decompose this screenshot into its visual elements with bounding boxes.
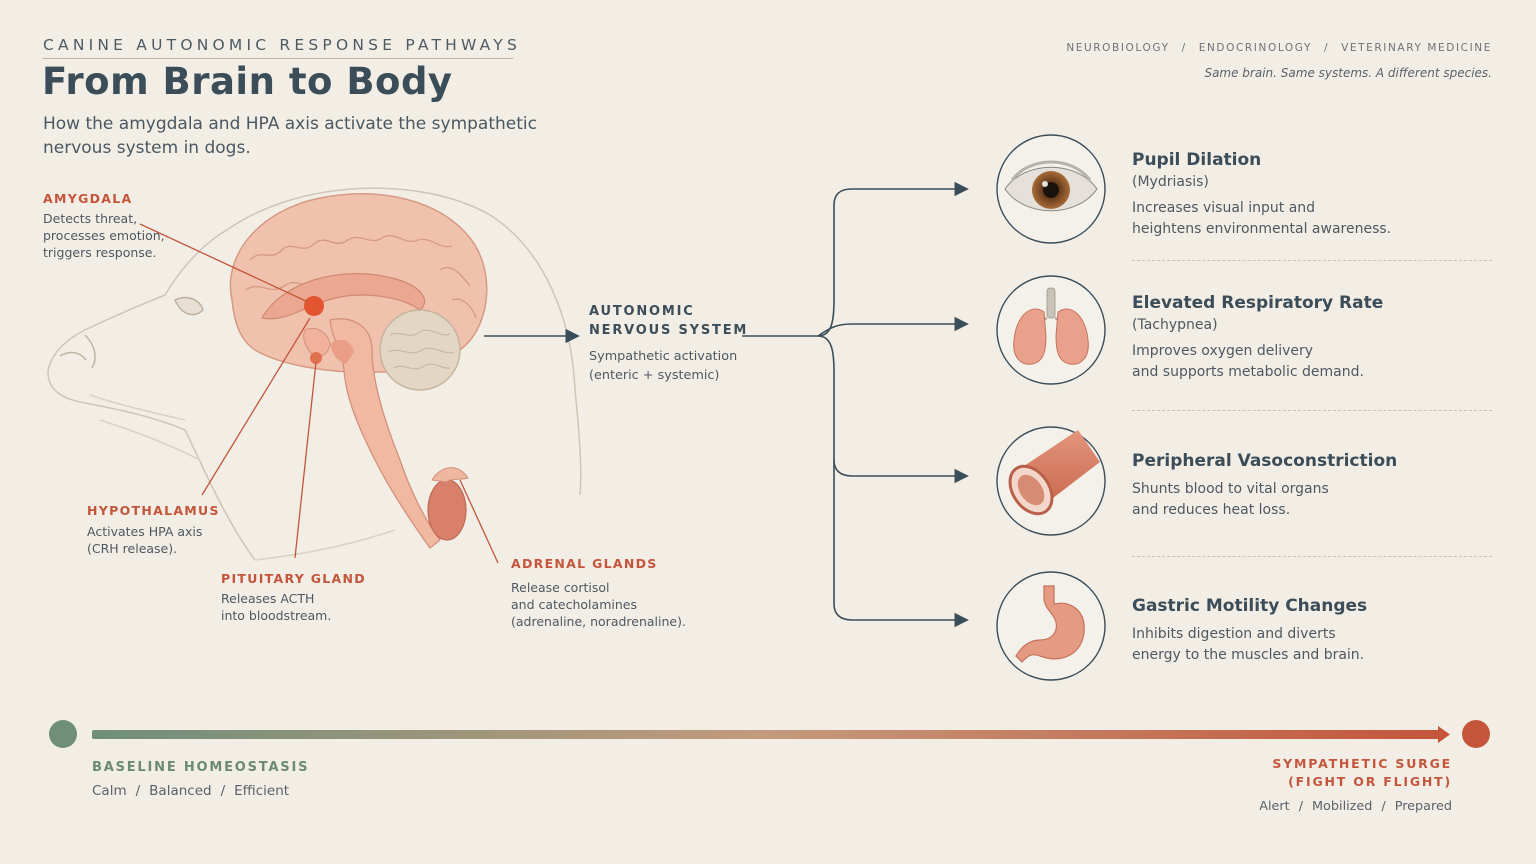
effect-line: Increases visual input and	[1132, 200, 1316, 216]
effect-title: Gastric Motility Changes	[1132, 596, 1368, 616]
homeostasis-scale	[49, 720, 1490, 748]
adrenal-line-2: and catecholamines	[511, 597, 637, 612]
pituitary-line-2: into bloodstream.	[221, 608, 332, 623]
effect-gastric-motility-changes: Gastric Motility Changes Inhibits digest…	[1132, 596, 1452, 666]
amygdala-marker	[304, 296, 324, 316]
effect-divider	[1132, 260, 1492, 261]
effect-line: Improves oxygen delivery	[1132, 343, 1314, 359]
label-amygdala: AMYGDALA Detects threat, processes emoti…	[43, 191, 165, 261]
brain-illustration	[229, 193, 488, 549]
term-separator: /	[1381, 799, 1386, 814]
baseline-term: Balanced	[149, 783, 212, 799]
dog-head-illustration	[47, 187, 582, 561]
baseline-term: Calm	[92, 783, 127, 799]
sympathetic-surge-title: SYMPATHETIC SURGE (FIGHT OR FLIGHT)	[1272, 755, 1452, 791]
effect-description: Improves oxygen delivery and supports me…	[1132, 341, 1452, 383]
effect-divider	[1132, 556, 1492, 557]
effect-connectors	[742, 181, 969, 628]
page-subtitle: How the amygdala and HPA axis activate t…	[43, 114, 537, 158]
breadcrumb-endocrinology: ENDOCRINOLOGY	[1198, 42, 1312, 54]
surge-term: Alert	[1259, 799, 1290, 814]
effect-pupil-dilation: Pupil Dilation (Mydriasis) Increases vis…	[1132, 150, 1452, 240]
ans-title: AUTONOMIC NERVOUS SYSTEM	[589, 302, 759, 340]
effect-description: Increases visual input and heightens env…	[1132, 198, 1452, 240]
effect-title: Elevated Respiratory Rate	[1132, 293, 1384, 313]
term-separator: /	[1298, 799, 1304, 814]
ans-description: Sympathetic activation (enteric + system…	[589, 348, 759, 385]
effect-divider	[1132, 410, 1492, 411]
surge-term: Prepared	[1394, 799, 1452, 814]
label-pituitary-gland: PITUITARY GLAND Releases ACTH into blood…	[221, 571, 366, 624]
blood-vessel-icon	[996, 426, 1106, 536]
surge-title-line-1: SYMPATHETIC SURGE	[1272, 756, 1452, 771]
effect-subtitle: (Tachypnea)	[1132, 317, 1218, 333]
effect-line: heightens environmental awareness.	[1132, 221, 1392, 237]
effect-line: and supports metabolic demand.	[1132, 364, 1364, 380]
effect-line: energy to the muscles and brain.	[1132, 647, 1365, 663]
eyebrow-title: CANINE AUTONOMIC RESPONSE PATHWAYS	[43, 36, 521, 54]
amygdala-line-2: processes emotion,	[43, 228, 165, 243]
effect-subtitle: (Mydriasis)	[1132, 174, 1209, 190]
ans-title-line-1: AUTONOMIC	[589, 304, 695, 319]
effect-description: Shunts blood to vital organs and reduces…	[1132, 479, 1452, 521]
ans-title-line-2: NERVOUS SYSTEM	[589, 323, 749, 338]
lungs-icon	[996, 275, 1106, 385]
hypothalamus-line-1: Activates HPA axis	[87, 524, 203, 539]
baseline-term: Efficient	[234, 783, 290, 799]
breadcrumb-neurobiology: NEUROBIOLOGY	[1066, 42, 1170, 54]
label-adrenal-glands: ADRENAL GLANDS Release cortisol and cate…	[511, 556, 686, 630]
page-title: From Brain to Body	[42, 60, 453, 103]
breadcrumb-separator: /	[1181, 42, 1187, 54]
pituitary-title: PITUITARY GLAND	[221, 571, 366, 586]
tagline: Same brain. Same systems. A different sp…	[1204, 66, 1492, 80]
label-hypothalamus: HYPOTHALAMUS Activates HPA axis (CRH rel…	[87, 503, 220, 557]
adrenal-line-1: Release cortisol	[511, 580, 610, 595]
term-separator: /	[135, 783, 141, 799]
amygdala-title: AMYGDALA	[43, 191, 133, 206]
effect-title: Peripheral Vasoconstriction	[1132, 451, 1398, 471]
surge-term: Mobilized	[1312, 799, 1373, 814]
pituitary-marker	[310, 352, 322, 364]
breadcrumb: NEUROBIOLOGY / ENDOCRINOLOGY / VETERINARY ME…	[1066, 42, 1492, 54]
surge-terms: Alert / Mobilized / Prepared	[1259, 799, 1452, 814]
effect-elevated-respiratory-rate: Elevated Respiratory Rate (Tachypnea) Im…	[1132, 293, 1452, 383]
surge-marker	[1462, 720, 1490, 748]
pituitary-line-1: Releases ACTH	[221, 591, 315, 606]
effect-line: Inhibits digestion and diverts	[1132, 626, 1336, 642]
eye-icon	[996, 134, 1106, 244]
effect-line: and reduces heat loss.	[1132, 502, 1291, 518]
stomach-icon	[996, 571, 1106, 681]
amygdala-line-3: triggers response.	[43, 245, 157, 260]
ans-line-2: (enteric + systemic)	[589, 367, 720, 383]
breadcrumb-separator: /	[1323, 42, 1330, 54]
breadcrumb-veterinary-medicine: VETERINARY MEDICINE	[1341, 42, 1492, 54]
baseline-terms: Calm / Balanced / Efficient	[92, 783, 289, 799]
scale-arrowhead	[1438, 726, 1450, 743]
baseline-marker	[49, 720, 77, 748]
effect-title: Pupil Dilation	[1132, 150, 1262, 170]
scale-gradient-bar	[92, 730, 1442, 739]
effect-line: Shunts blood to vital organs	[1132, 481, 1329, 497]
hypothalamus-title: HYPOTHALAMUS	[87, 503, 220, 518]
amygdala-line-1: Detects threat,	[43, 211, 138, 226]
eyebrow-divider	[43, 58, 513, 59]
adrenal-line-3: (adrenaline, noradrenaline).	[511, 614, 686, 629]
adrenal-title: ADRENAL GLANDS	[511, 556, 658, 571]
effect-peripheral-vasoconstriction: Peripheral Vasoconstriction Shunts blood…	[1132, 451, 1452, 521]
baseline-homeostasis-title: BASELINE HOMEOSTASIS	[92, 760, 310, 775]
term-separator: /	[220, 783, 226, 799]
ans-line-1: Sympathetic activation	[589, 349, 738, 364]
effect-description: Inhibits digestion and diverts energy to…	[1132, 624, 1452, 666]
label-leader-lines	[139, 223, 499, 564]
surge-title-line-2: (FIGHT OR FLIGHT)	[1288, 774, 1452, 789]
hypothalamus-line-2: (CRH release).	[87, 541, 178, 556]
